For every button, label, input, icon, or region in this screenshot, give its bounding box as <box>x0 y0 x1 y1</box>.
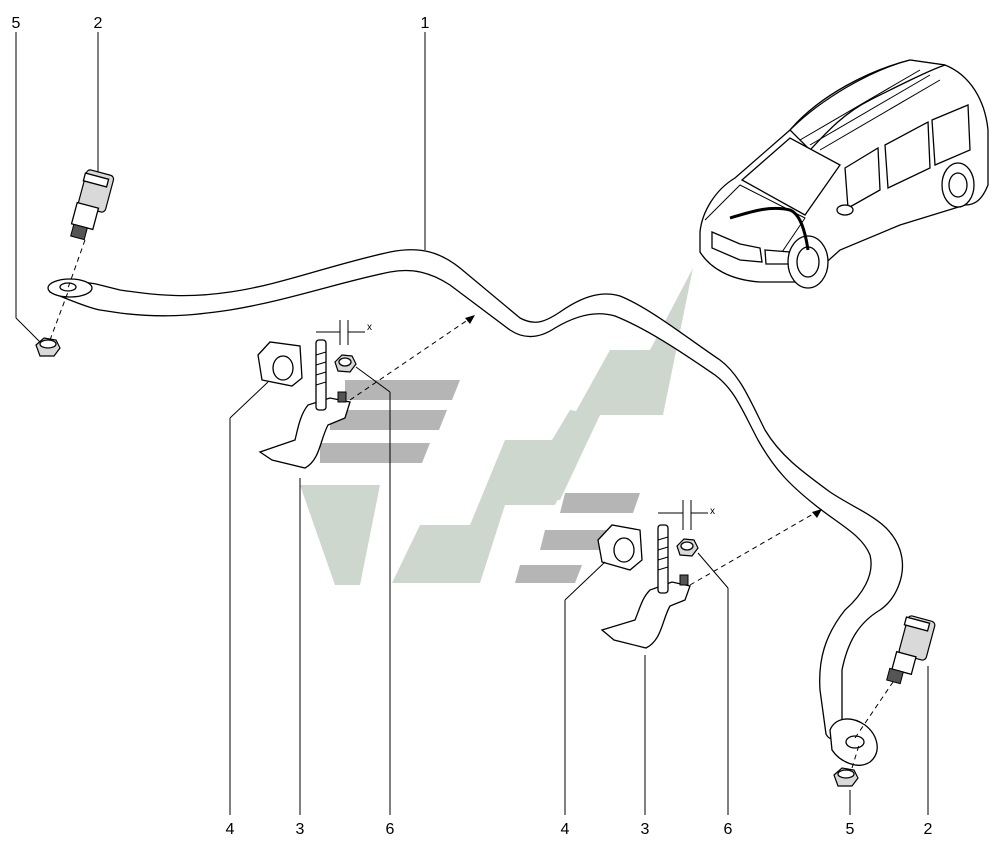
assembly-lines <box>49 239 894 769</box>
nut-left <box>35 337 61 357</box>
nut-6-right <box>676 538 699 557</box>
clamp-left <box>258 397 351 469</box>
dimension-right: x <box>658 500 715 530</box>
bolt-left <box>315 339 347 411</box>
callout-top-5: 5 <box>12 15 21 32</box>
dimension-left: x <box>316 320 372 345</box>
callout-labels: 5 2 1 4 3 6 4 3 6 5 2 <box>12 15 933 838</box>
nut-6-left <box>334 354 357 373</box>
watermark-logo <box>300 268 693 585</box>
callout-bottom-right-6: 6 <box>724 821 733 838</box>
dimension-label-left: x <box>367 322 372 333</box>
callout-bottom-right-3: 3 <box>641 821 650 838</box>
callout-bottom-right-4: 4 <box>561 821 570 838</box>
bolt-right <box>657 524 689 594</box>
dimension-label-right: x <box>710 506 715 517</box>
link-rod-left <box>70 169 115 241</box>
callout-top-1: 1 <box>421 15 430 32</box>
leader-lines <box>15 32 929 815</box>
bushing-left <box>257 341 303 387</box>
car-illustration <box>699 59 989 289</box>
callout-bottom-left-3: 3 <box>296 821 305 838</box>
callout-bottom-right-2: 2 <box>924 821 933 838</box>
bushing-right <box>597 524 643 571</box>
stabilizer-bar <box>47 249 904 766</box>
callout-bottom-left-4: 4 <box>226 821 235 838</box>
nut-right <box>833 767 859 787</box>
link-rod-right <box>886 615 936 685</box>
callout-bottom-left-6: 6 <box>386 821 395 838</box>
callout-top-2: 2 <box>94 15 103 32</box>
clamp-right <box>600 581 691 649</box>
callout-bottom-right-5: 5 <box>846 821 855 838</box>
